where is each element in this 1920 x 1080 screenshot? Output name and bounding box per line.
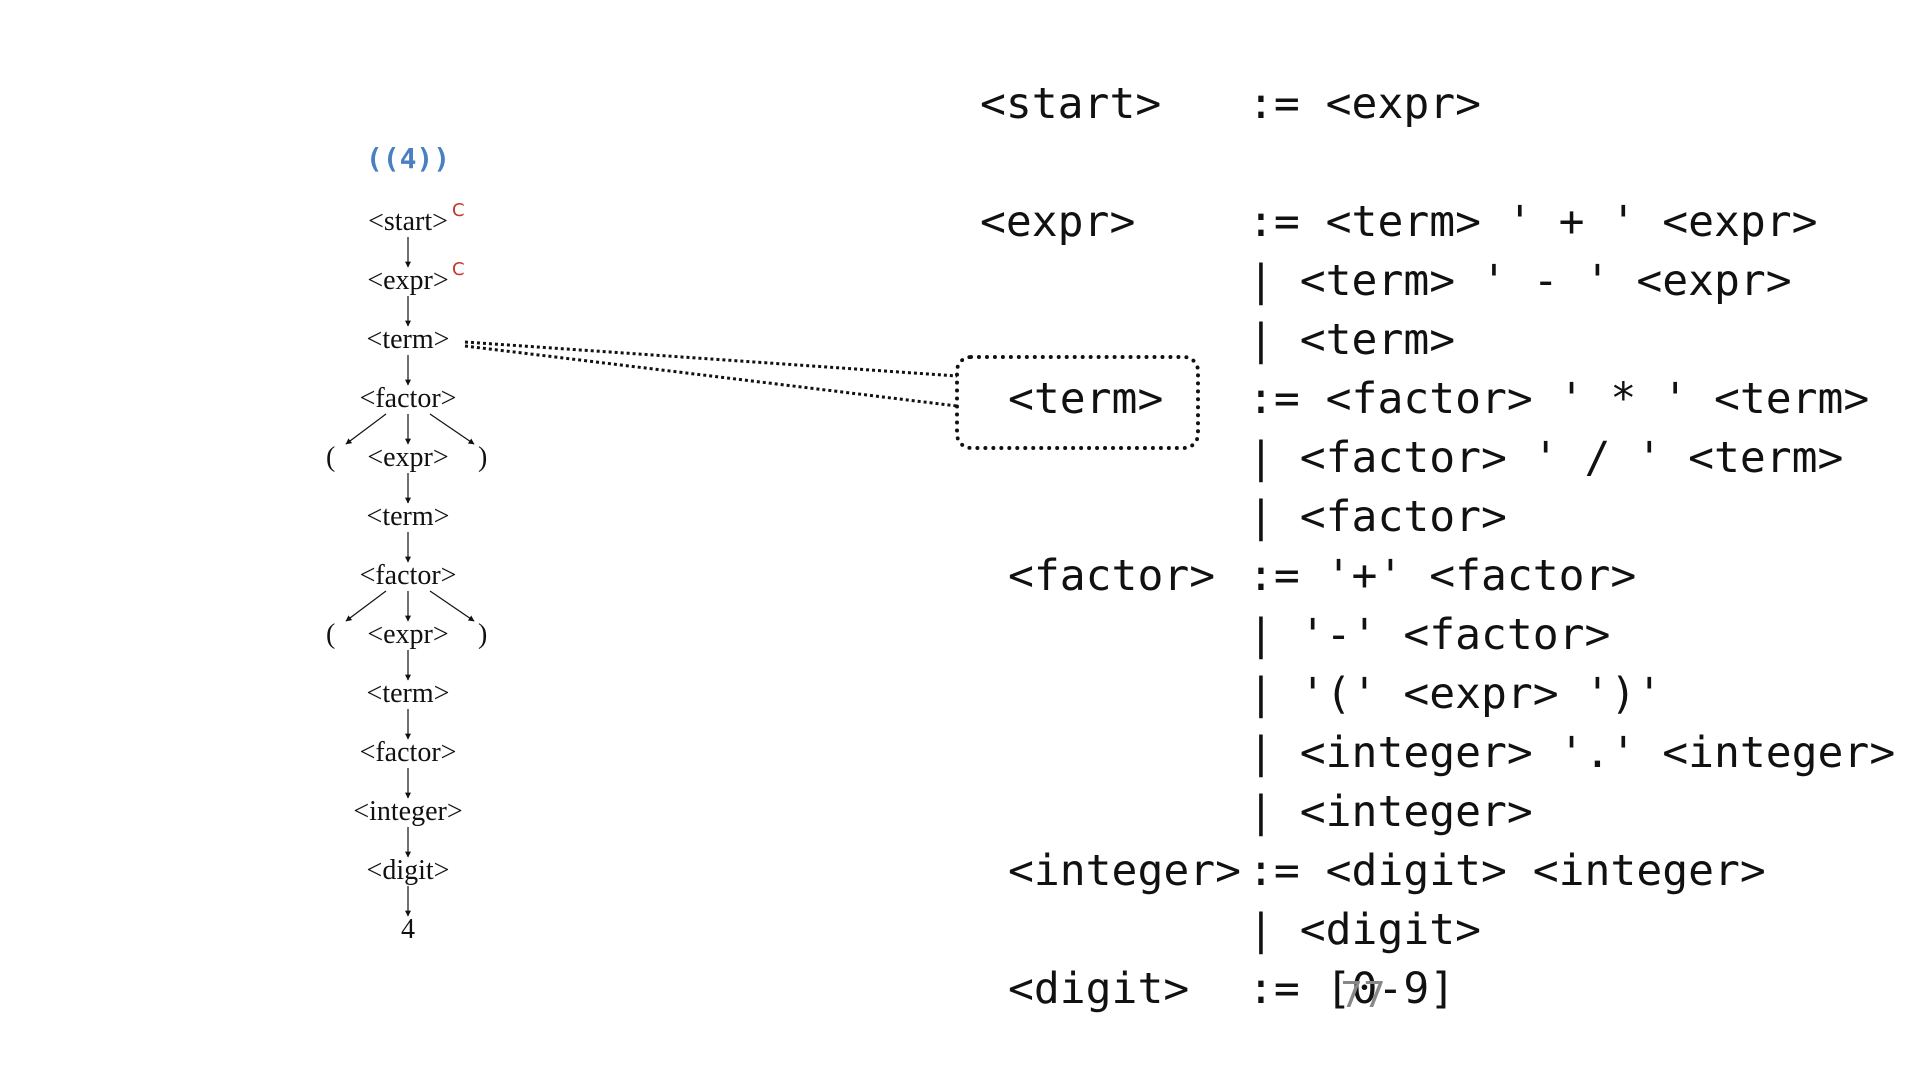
leader-line-bottom [464, 344, 958, 408]
slide-number: 77 [1340, 975, 1386, 1016]
tree-node-expr: <expr> [367, 265, 449, 296]
tree-leaf-open-paren: ( [326, 619, 336, 650]
rule-factor-alt: | <integer> '.' <integer> [1248, 728, 1896, 778]
rule-term-alt: := <factor> ' * ' <term> [1248, 374, 1870, 424]
coverage-mark: C [452, 259, 465, 280]
rule-digit-lhs: <digit> [1008, 964, 1190, 1014]
tree-node-term: <term> [366, 324, 450, 355]
rule-term-alt: | <factor> [1248, 492, 1507, 542]
rule-factor-alt: | <integer> [1248, 787, 1533, 837]
rule-factor-lhs: <factor> [1008, 551, 1216, 601]
rule-factor-alt: | '(' <expr> ')' [1248, 669, 1663, 719]
rule-factor-alt: | '-' <factor> [1248, 610, 1611, 660]
rule-expr-alt: := <term> ' + ' <expr> [1248, 197, 1818, 247]
coverage-mark: C [452, 200, 465, 221]
callout-term-label: <term> [1008, 374, 1164, 424]
rule-expr-alt: | <term> [1248, 315, 1456, 365]
rule-start-alt: := <expr> [1248, 79, 1481, 129]
rule-start-lhs: <start> [980, 79, 1162, 129]
input-string: ((4)) [365, 142, 451, 175]
rule-integer-lhs: <integer> [1008, 846, 1241, 896]
rule-integer-alt: := <digit> <integer> [1248, 846, 1766, 896]
term-rule-callout [955, 355, 1200, 450]
tree-leaf-close-paren: ) [478, 442, 488, 473]
rule-expr-lhs: <expr> [980, 197, 1136, 247]
tree-edge [429, 413, 475, 445]
tree-edge [345, 590, 387, 622]
tree-node-start: <start> [368, 206, 448, 237]
rule-factor-alt: := '+' <factor> [1248, 551, 1637, 601]
tree-leaf-open-paren: ( [326, 442, 336, 473]
rule-integer-alt: | <digit> [1248, 905, 1481, 955]
tree-node-term: <term> [366, 501, 450, 532]
tree-leaf-4: 4 [401, 914, 415, 945]
tree-node-factor: <factor> [359, 383, 457, 414]
tree-node-expr: <expr> [367, 442, 449, 473]
tree-node-digit: <digit> [366, 855, 450, 886]
rule-digit-alt: := [0-9] [1248, 964, 1456, 1014]
tree-node-factor: <factor> [359, 737, 457, 768]
rule-expr-alt: | <term> ' - ' <expr> [1248, 256, 1792, 306]
tree-node-factor: <factor> [359, 560, 457, 591]
tree-leaf-close-paren: ) [478, 619, 488, 650]
leader-line-top [464, 340, 958, 378]
tree-edge [345, 413, 387, 445]
tree-edge [429, 590, 475, 622]
rule-term-alt: | <factor> ' / ' <term> [1248, 433, 1844, 483]
tree-node-integer: <integer> [353, 796, 463, 827]
tree-node-term: <term> [366, 678, 450, 709]
tree-node-expr: <expr> [367, 619, 449, 650]
